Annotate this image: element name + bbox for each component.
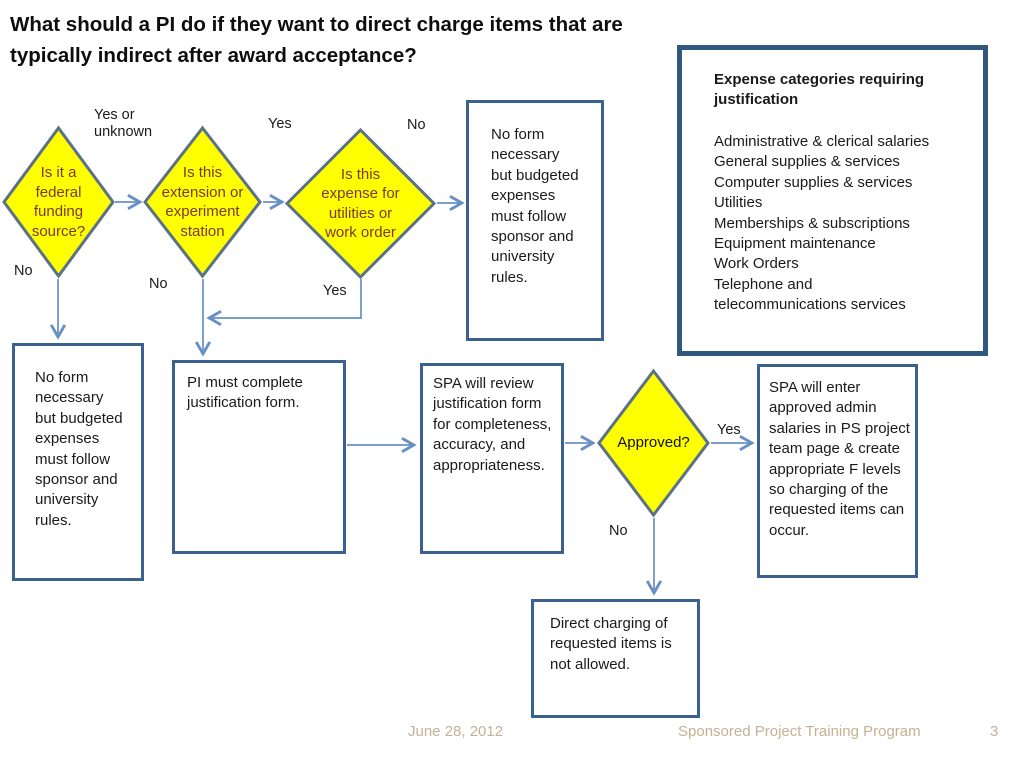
decision-extension-label: Is this extension or experiment station	[161, 164, 244, 240]
expense-item: General supplies & services	[714, 153, 900, 171]
decision-utilities-workorder: Is this expense for utilities or work or…	[284, 127, 437, 280]
branch-label-no-approved: No	[609, 523, 628, 539]
box-no-form-top: No form necessary but budgeted expenses …	[466, 100, 604, 341]
box-no-form-top-text: No form necessary but budgeted expenses …	[491, 126, 579, 286]
footer-page-number: 3	[990, 723, 999, 740]
decision-federal-funding: Is it a federal funding source?	[2, 125, 115, 279]
box-spa-review-text: SPA will review justification form for c…	[433, 375, 552, 474]
arrow-utilities-yes-branch	[206, 279, 362, 327]
decision-utilities-label: Is this expense for utilities or work or…	[321, 165, 400, 242]
diamond-shape	[2, 125, 115, 279]
page-title: What should a PI do if they want to dire…	[10, 13, 623, 67]
box-spa-review: SPA will review justification form for c…	[420, 363, 564, 554]
expense-item: Administrative & clerical salaries	[714, 133, 930, 150]
box-not-allowed-text: Direct charging of requested items is no…	[550, 615, 672, 673]
expense-item: Work Orders	[714, 255, 799, 273]
diamond-shape	[143, 125, 262, 279]
box-no-form-left-text: No form necessary but budgeted expenses …	[35, 369, 123, 529]
box-spa-enter: SPA will enter approved admin salaries i…	[757, 364, 918, 578]
decision-extension-station: Is this extension or experiment station	[143, 125, 262, 279]
expense-item: Telephone and telecommunications service…	[714, 275, 906, 314]
expense-item: Memberships & subscriptions	[714, 214, 910, 232]
diamond-shape	[284, 127, 437, 280]
expense-categories-list: Administrative & clerical salaries Gener…	[714, 132, 976, 316]
expense-categories-box: Expense categories requiring justificati…	[677, 45, 988, 356]
decision-approved: Approved?	[597, 368, 710, 518]
expense-categories-title: Expense categories requiring justificati…	[714, 71, 925, 109]
box-pi-justification-text: PI must complete justification form.	[187, 374, 303, 412]
footer-date: June 28, 2012	[408, 723, 504, 740]
box-not-allowed: Direct charging of requested items is no…	[531, 599, 700, 718]
branch-label-no-extension: No	[149, 276, 168, 292]
branch-label-yes-utilities: Yes	[323, 283, 347, 299]
diamond-shape	[597, 368, 710, 518]
branch-label-yes-or-unknown: Yes or unknown	[94, 107, 153, 140]
expense-item: Equipment maintenance	[714, 234, 876, 252]
branch-label-no-federal: No	[14, 263, 33, 279]
decision-federal-label: Is it a federal funding source?	[31, 164, 86, 240]
box-spa-enter-text: SPA will enter approved admin salaries i…	[769, 379, 910, 539]
box-no-form-left: No form necessary but budgeted expenses …	[12, 343, 144, 581]
expense-item: Utilities	[714, 194, 763, 212]
decision-approved-label: Approved?	[617, 434, 690, 452]
expense-item: Computer supplies & services	[714, 173, 913, 191]
branch-label-yes-approved: Yes	[717, 422, 741, 438]
branch-label-no-utilities: No	[407, 117, 426, 133]
footer-program: Sponsored Project Training Program	[678, 723, 921, 740]
branch-label-yes-extension: Yes	[268, 116, 292, 132]
box-pi-justification: PI must complete justification form.	[172, 360, 346, 554]
